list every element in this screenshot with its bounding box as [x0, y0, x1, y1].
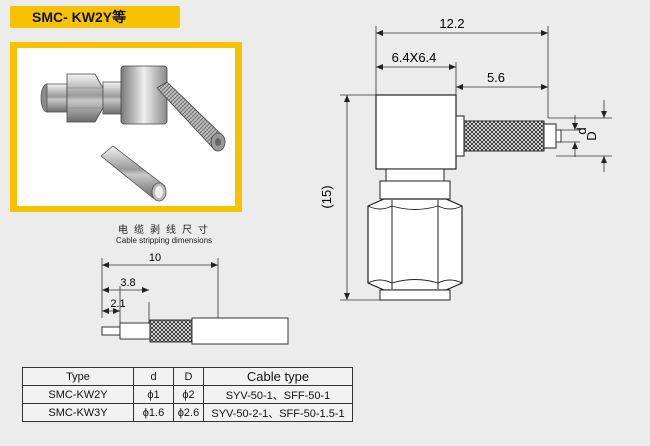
stripping-caption-cn: 电缆剥线尺寸: [118, 225, 214, 236]
col-header-cable-type: Cable type: [203, 367, 353, 386]
spec-table: Type d D Cable type SMC-KW2Y ϕ1 ϕ2 SYV-5…: [22, 367, 353, 422]
dim-height: (15): [319, 185, 334, 208]
strip-short-length: 2.1: [110, 298, 125, 310]
connector-drawing: 12.2 6.4X6.4 5.6 d: [319, 16, 612, 301]
cell-d: ϕ1: [133, 385, 174, 404]
stripping-caption-en: Cable stripping dimensions: [116, 236, 213, 245]
cell-cable-type: SYV-50-1、SFF-50-1: [203, 385, 353, 404]
table-row: SMC-KW2Y ϕ1 ϕ2 SYV-50-1、SFF-50-1: [22, 385, 353, 404]
table-header-row: Type d D Cable type: [22, 367, 353, 386]
cell-type: SMC-KW2Y: [22, 385, 134, 404]
connector-photo-illustration: [40, 65, 226, 202]
dim-d: d: [574, 127, 589, 134]
col-header-D: D: [173, 367, 204, 386]
dim-width: 12.2: [439, 16, 464, 31]
dim-tail: 5.6: [487, 70, 505, 85]
cell-type: SMC-KW3Y: [22, 403, 134, 422]
cell-cable-type: SYV-50-2-1、SFF-50-1.5-1: [203, 403, 353, 422]
product-photo-frame: [10, 42, 242, 212]
col-header-type: Type: [22, 367, 134, 386]
cell-D: ϕ2.6: [173, 403, 204, 422]
dim-D: D: [584, 131, 599, 140]
table-row: SMC-KW3Y ϕ1.6 ϕ2.6 SYV-50-2-1、SFF-50-1.5…: [22, 403, 353, 422]
product-photo: [17, 48, 235, 206]
dim-body: 6.4X6.4: [392, 50, 437, 65]
product-title: SMC- KW2Y等: [10, 6, 180, 28]
cell-d: ϕ1.6: [133, 403, 174, 422]
strip-mid-length: 3.8: [120, 277, 135, 289]
strip-total-length: 10: [149, 252, 161, 264]
cell-D: ϕ2: [173, 385, 204, 404]
col-header-d: d: [133, 367, 174, 386]
stripped-cable-drawing: 10 3.8 2.1: [101, 252, 289, 345]
